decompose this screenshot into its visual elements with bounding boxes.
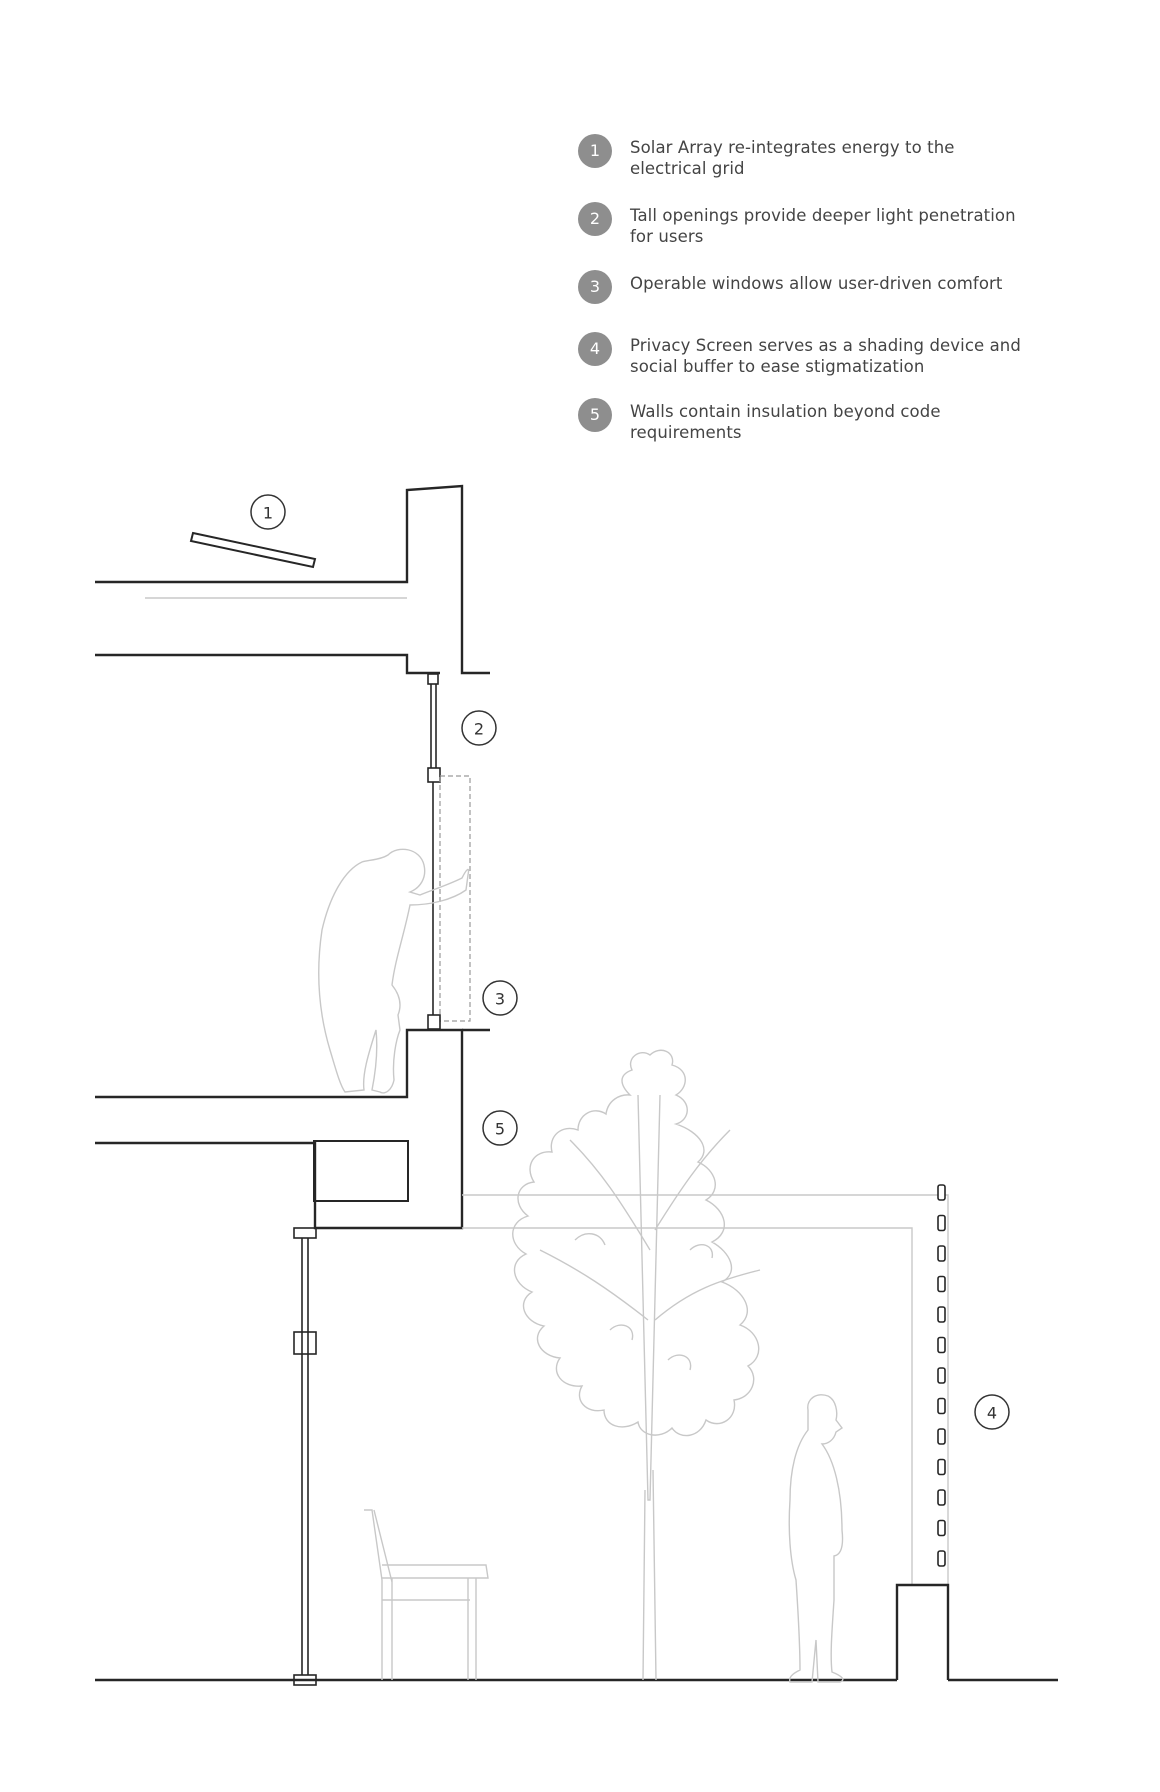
- screen-slat: [937, 1214, 946, 1232]
- legend-number-badge: 5: [578, 398, 612, 432]
- screen-slat: [937, 1245, 946, 1262]
- standing-person: [788, 1394, 844, 1683]
- legend-number-badge: 4: [578, 332, 612, 366]
- screen-slat: [937, 1458, 946, 1476]
- svg-text:4: 4: [987, 1404, 997, 1423]
- middle-slab: [95, 1028, 490, 1230]
- legend-text: Privacy Screen serves as a shading devic…: [630, 336, 1021, 376]
- solar-panel: [189, 531, 317, 569]
- privacy-screen: [937, 1184, 946, 1567]
- callout-5: 5: [482, 1110, 518, 1146]
- screen-slat: [937, 1336, 946, 1354]
- legend-item-1: 1 Solar Array re-integrates energy to th…: [578, 134, 1058, 179]
- legend-item-2: 2 Tall openings provide deeper light pen…: [578, 202, 1058, 247]
- tree: [512, 1049, 761, 1681]
- upper-window: [427, 673, 471, 1030]
- screen-slat: [937, 1275, 946, 1293]
- svg-text:5: 5: [495, 1120, 505, 1139]
- insulation-box: [313, 1140, 409, 1202]
- callout-1: 1: [250, 494, 286, 530]
- lower-window: [293, 1227, 317, 1686]
- callout-4: 4: [974, 1394, 1010, 1430]
- screen-slat: [937, 1184, 946, 1201]
- screen-slat: [937, 1306, 946, 1323]
- roof: [95, 484, 490, 675]
- person-at-window: [318, 848, 470, 1094]
- legend-text: Solar Array re-integrates energy to the …: [630, 138, 955, 178]
- legend-text: Walls contain insulation beyond code req…: [630, 402, 941, 442]
- legend-number-badge: 2: [578, 202, 612, 236]
- pergola: [462, 1194, 949, 1585]
- screen-slat: [937, 1367, 946, 1384]
- screen-slat: [937, 1397, 946, 1415]
- legend-number-badge: 1: [578, 134, 612, 168]
- legend-number-badge: 3: [578, 270, 612, 304]
- svg-text:1: 1: [263, 504, 273, 523]
- legend-text: Tall openings provide deeper light penet…: [630, 206, 1016, 246]
- screen-slat: [937, 1489, 946, 1506]
- callout-3: 3: [482, 980, 518, 1016]
- svg-text:2: 2: [474, 720, 484, 739]
- legend-item-4: 4 Privacy Screen serves as a shading dev…: [578, 332, 1058, 377]
- svg-text:3: 3: [495, 990, 505, 1009]
- screen-base-wall: [895, 1583, 950, 1680]
- legend-item-3: 3 Operable windows allow user-driven com…: [578, 270, 1058, 304]
- bench: [364, 1509, 489, 1680]
- legend-text: Operable windows allow user-driven comfo…: [630, 274, 1003, 293]
- screen-slat: [937, 1428, 946, 1445]
- screen-slat: [937, 1519, 946, 1537]
- legend-item-5: 5 Walls contain insulation beyond code r…: [578, 398, 1058, 443]
- callout-2: 2: [461, 710, 497, 746]
- screen-slat: [937, 1550, 946, 1567]
